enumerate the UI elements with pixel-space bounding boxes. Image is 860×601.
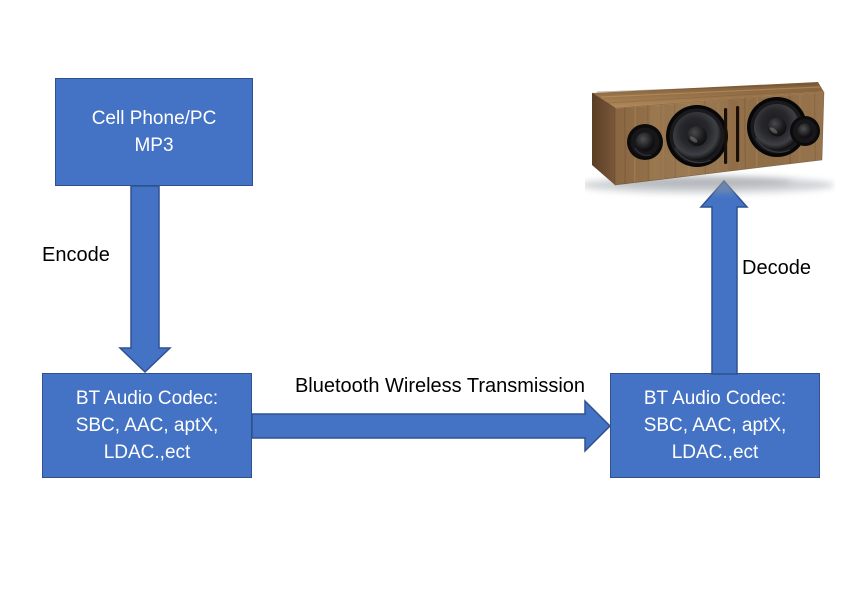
node-cell-phone-line1: Cell Phone/PC <box>91 108 217 129</box>
right-tweeter-icon <box>790 116 820 146</box>
node-receiver-line3: LDAC.,ect <box>671 442 759 463</box>
node-cell-phone-pc: Cell Phone/PC MP3 <box>55 78 253 186</box>
decode-label: Decode <box>742 257 811 279</box>
node-receiver-line2: SBC, AAC, aptX, <box>643 415 787 436</box>
decode-arrow-up <box>699 179 749 375</box>
node-bt-audio-codec-receiver: BT Audio Codec: SBC, AAC, aptX, LDAC.,ec… <box>610 373 820 478</box>
right-woofer-icon <box>747 97 807 157</box>
encode-arrow-down <box>118 185 172 374</box>
node-sender-line1: BT Audio Codec: <box>75 388 219 409</box>
node-sender-line3: LDAC.,ect <box>103 442 191 463</box>
encode-label: Encode <box>42 244 110 266</box>
node-cell-phone-line2: MP3 <box>134 135 174 156</box>
node-receiver-line1: BT Audio Codec: <box>643 388 787 409</box>
node-sender-line2: SBC, AAC, aptX, <box>75 415 219 436</box>
node-bt-audio-codec-sender: BT Audio Codec: SBC, AAC, aptX, LDAC.,ec… <box>42 373 252 478</box>
transmission-arrow-right <box>251 399 612 453</box>
left-tweeter-icon <box>627 124 663 160</box>
left-woofer-icon <box>666 105 728 167</box>
bluetooth-speaker-image <box>585 82 835 194</box>
transmission-label: Bluetooth Wireless Transmission <box>294 375 586 397</box>
